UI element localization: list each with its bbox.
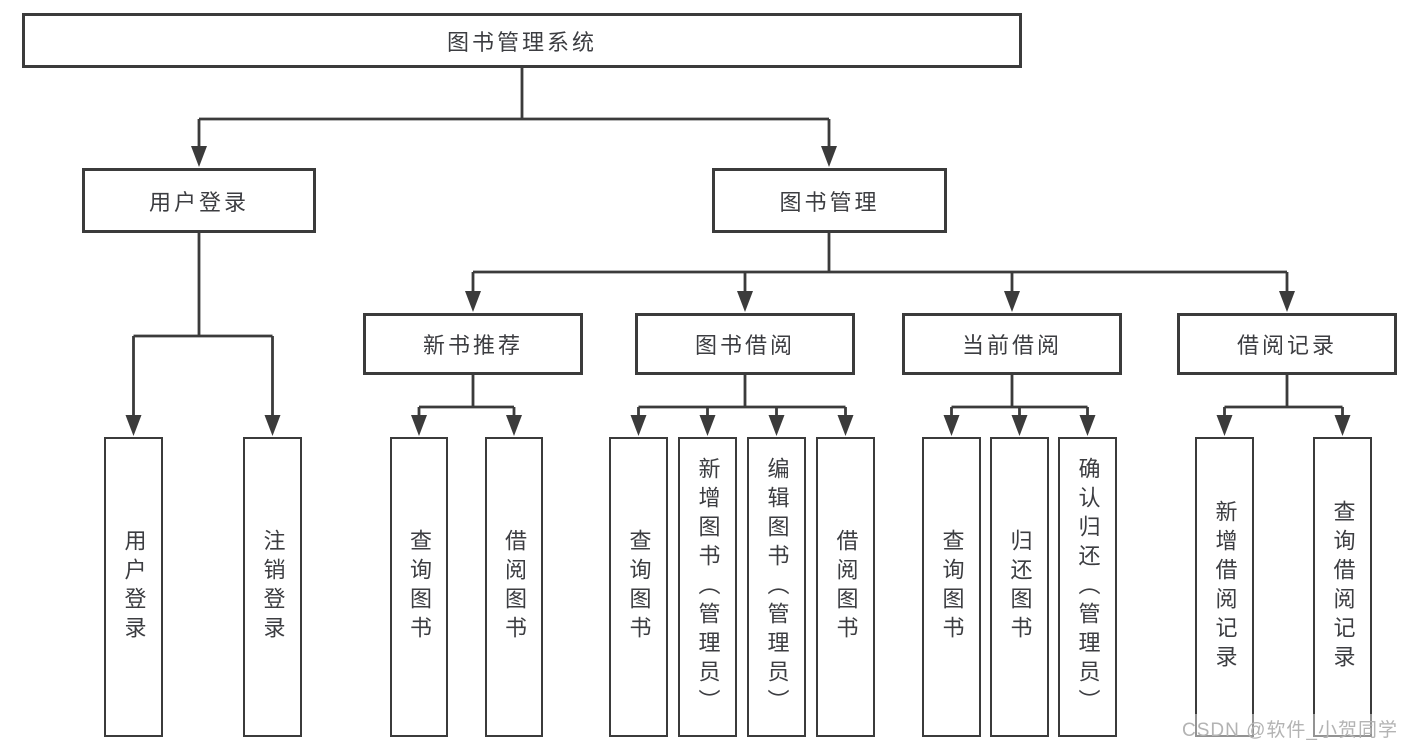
node-label: 图书借阅 <box>694 333 795 358</box>
leaf-label: 确认归还（管理员） <box>1075 456 1101 718</box>
leaf-label: 用户登录 <box>121 529 147 645</box>
node-book-borrow: 图书借阅 <box>635 313 855 375</box>
node-label: 图书管理系统 <box>446 29 597 55</box>
leaf-query-book: 查询图书 <box>922 437 981 737</box>
leaf-label: 查询图书 <box>626 529 652 645</box>
leaf-query-book: 查询图书 <box>390 437 448 737</box>
leaf-edit-book-admin: 编辑图书（管理员） <box>747 437 806 737</box>
leaf-label: 注销登录 <box>260 529 286 645</box>
leaf-label: 新增图书（管理员） <box>695 456 721 718</box>
node-label: 借阅记录 <box>1236 333 1337 358</box>
node-label: 当前借阅 <box>961 333 1062 358</box>
arrowheads <box>125 146 1351 436</box>
node-current-borrow: 当前借阅 <box>902 313 1122 375</box>
leaf-label: 新增借阅记录 <box>1212 500 1238 674</box>
leaf-query-book: 查询图书 <box>609 437 668 737</box>
leaf-label: 借阅图书 <box>502 529 527 645</box>
leaf-label: 借阅图书 <box>833 529 859 645</box>
leaf-user-login: 用户登录 <box>104 437 163 737</box>
leaf-logout: 注销登录 <box>243 437 302 737</box>
leaf-label: 编辑图书（管理员） <box>764 456 790 718</box>
node-label: 图书管理 <box>779 189 880 215</box>
leaf-query-borrow-record: 查询借阅记录 <box>1313 437 1372 737</box>
leaf-confirm-return-admin: 确认归还（管理员） <box>1058 437 1117 737</box>
tree-edges <box>132 68 1344 417</box>
leaf-return-book: 归还图书 <box>990 437 1049 737</box>
leaf-borrow-book: 借阅图书 <box>485 437 543 737</box>
node-borrow-record: 借阅记录 <box>1177 313 1397 375</box>
node-label: 用户登录 <box>148 189 249 215</box>
leaf-borrow-book: 借阅图书 <box>816 437 875 737</box>
leaf-add-book-admin: 新增图书（管理员） <box>678 437 737 737</box>
node-label: 新书推荐 <box>422 333 523 358</box>
leaf-label: 查询借阅记录 <box>1330 500 1356 674</box>
node-new-book-recommend: 新书推荐 <box>363 313 583 375</box>
leaf-add-borrow-record: 新增借阅记录 <box>1195 437 1254 737</box>
leaf-label: 归还图书 <box>1007 529 1033 645</box>
node-library-management-system: 图书管理系统 <box>22 13 1022 68</box>
node-book-management: 图书管理 <box>712 168 947 233</box>
leaf-label: 查询图书 <box>939 529 965 645</box>
node-user-login: 用户登录 <box>82 168 316 233</box>
csdn-watermark: CSDN @软件_小贺同学 <box>1179 714 1401 743</box>
leaf-label: 查询图书 <box>407 529 432 645</box>
